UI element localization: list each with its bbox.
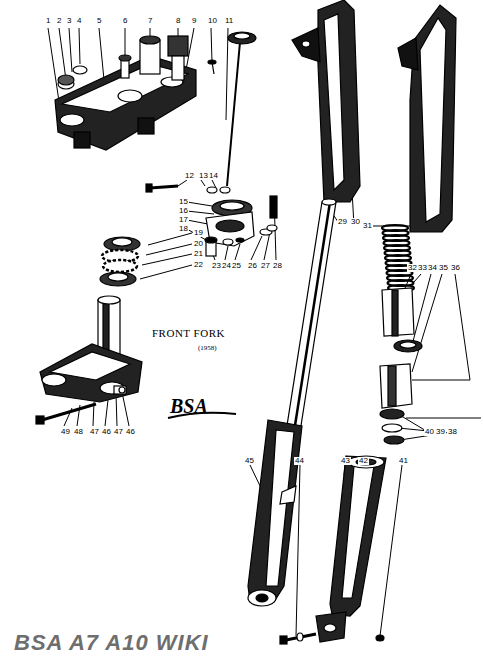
callout-number: 49 bbox=[60, 428, 71, 436]
callout-number: 40 bbox=[424, 428, 435, 436]
callout-number: 29 bbox=[337, 218, 348, 226]
callout-number: 36 bbox=[450, 264, 461, 272]
callout-number: 31 bbox=[362, 222, 373, 230]
year-note: (1958) bbox=[198, 345, 217, 352]
callout-number: 28 bbox=[272, 262, 283, 270]
callout-number: 12 bbox=[184, 172, 195, 180]
callout-number: 6 bbox=[122, 17, 128, 25]
callout-number: 4 bbox=[76, 17, 82, 25]
callout-number: 39 bbox=[435, 428, 446, 436]
diagram-title: FRONT FORK bbox=[152, 328, 225, 339]
callout-number: 47 bbox=[113, 428, 124, 436]
callout-number: 19 bbox=[193, 229, 204, 237]
callout-number: 46 bbox=[101, 428, 112, 436]
callout-number: 38 bbox=[447, 428, 458, 436]
callout-number: 47 bbox=[89, 428, 100, 436]
callout-number: 43 bbox=[340, 457, 351, 465]
callout-number: 20 bbox=[193, 240, 204, 248]
callout-number: 26 bbox=[247, 262, 258, 270]
callout-number: 10 bbox=[207, 17, 218, 25]
callout-number: 25 bbox=[231, 262, 242, 270]
callout-number: 45 bbox=[244, 457, 255, 465]
callout-number: 21 bbox=[193, 250, 204, 258]
callout-number: 42 bbox=[358, 457, 369, 465]
callout-number: 48 bbox=[73, 428, 84, 436]
callout-number: 5 bbox=[96, 17, 102, 25]
callout-number: 3 bbox=[66, 17, 72, 25]
callout-number: 18 bbox=[178, 225, 189, 233]
callout-number: 17 bbox=[178, 216, 189, 224]
callout-number: 2 bbox=[56, 17, 62, 25]
callout-number: 7 bbox=[147, 17, 153, 25]
callout-number: 9 bbox=[191, 17, 197, 25]
callout-number: 11 bbox=[224, 17, 234, 25]
callout-number: 34 bbox=[427, 264, 438, 272]
callout-number: 35 bbox=[438, 264, 449, 272]
callout-number: 14 bbox=[208, 172, 219, 180]
callout-number: 1 bbox=[45, 17, 51, 25]
brand-logo: BSA bbox=[170, 396, 208, 416]
callout-number: 46 bbox=[125, 428, 136, 436]
watermark: BSA A7 A10 WIKI bbox=[14, 632, 209, 654]
callout-number: 16 bbox=[178, 207, 189, 215]
callout-number: 8 bbox=[175, 17, 181, 25]
callout-number: 27 bbox=[260, 262, 271, 270]
callout-number: 22 bbox=[193, 261, 204, 269]
callout-number: 44 bbox=[294, 457, 305, 465]
callout-number: 41 bbox=[398, 457, 409, 465]
callout-number: 15 bbox=[178, 198, 189, 206]
callout-number: 30 bbox=[350, 218, 361, 226]
